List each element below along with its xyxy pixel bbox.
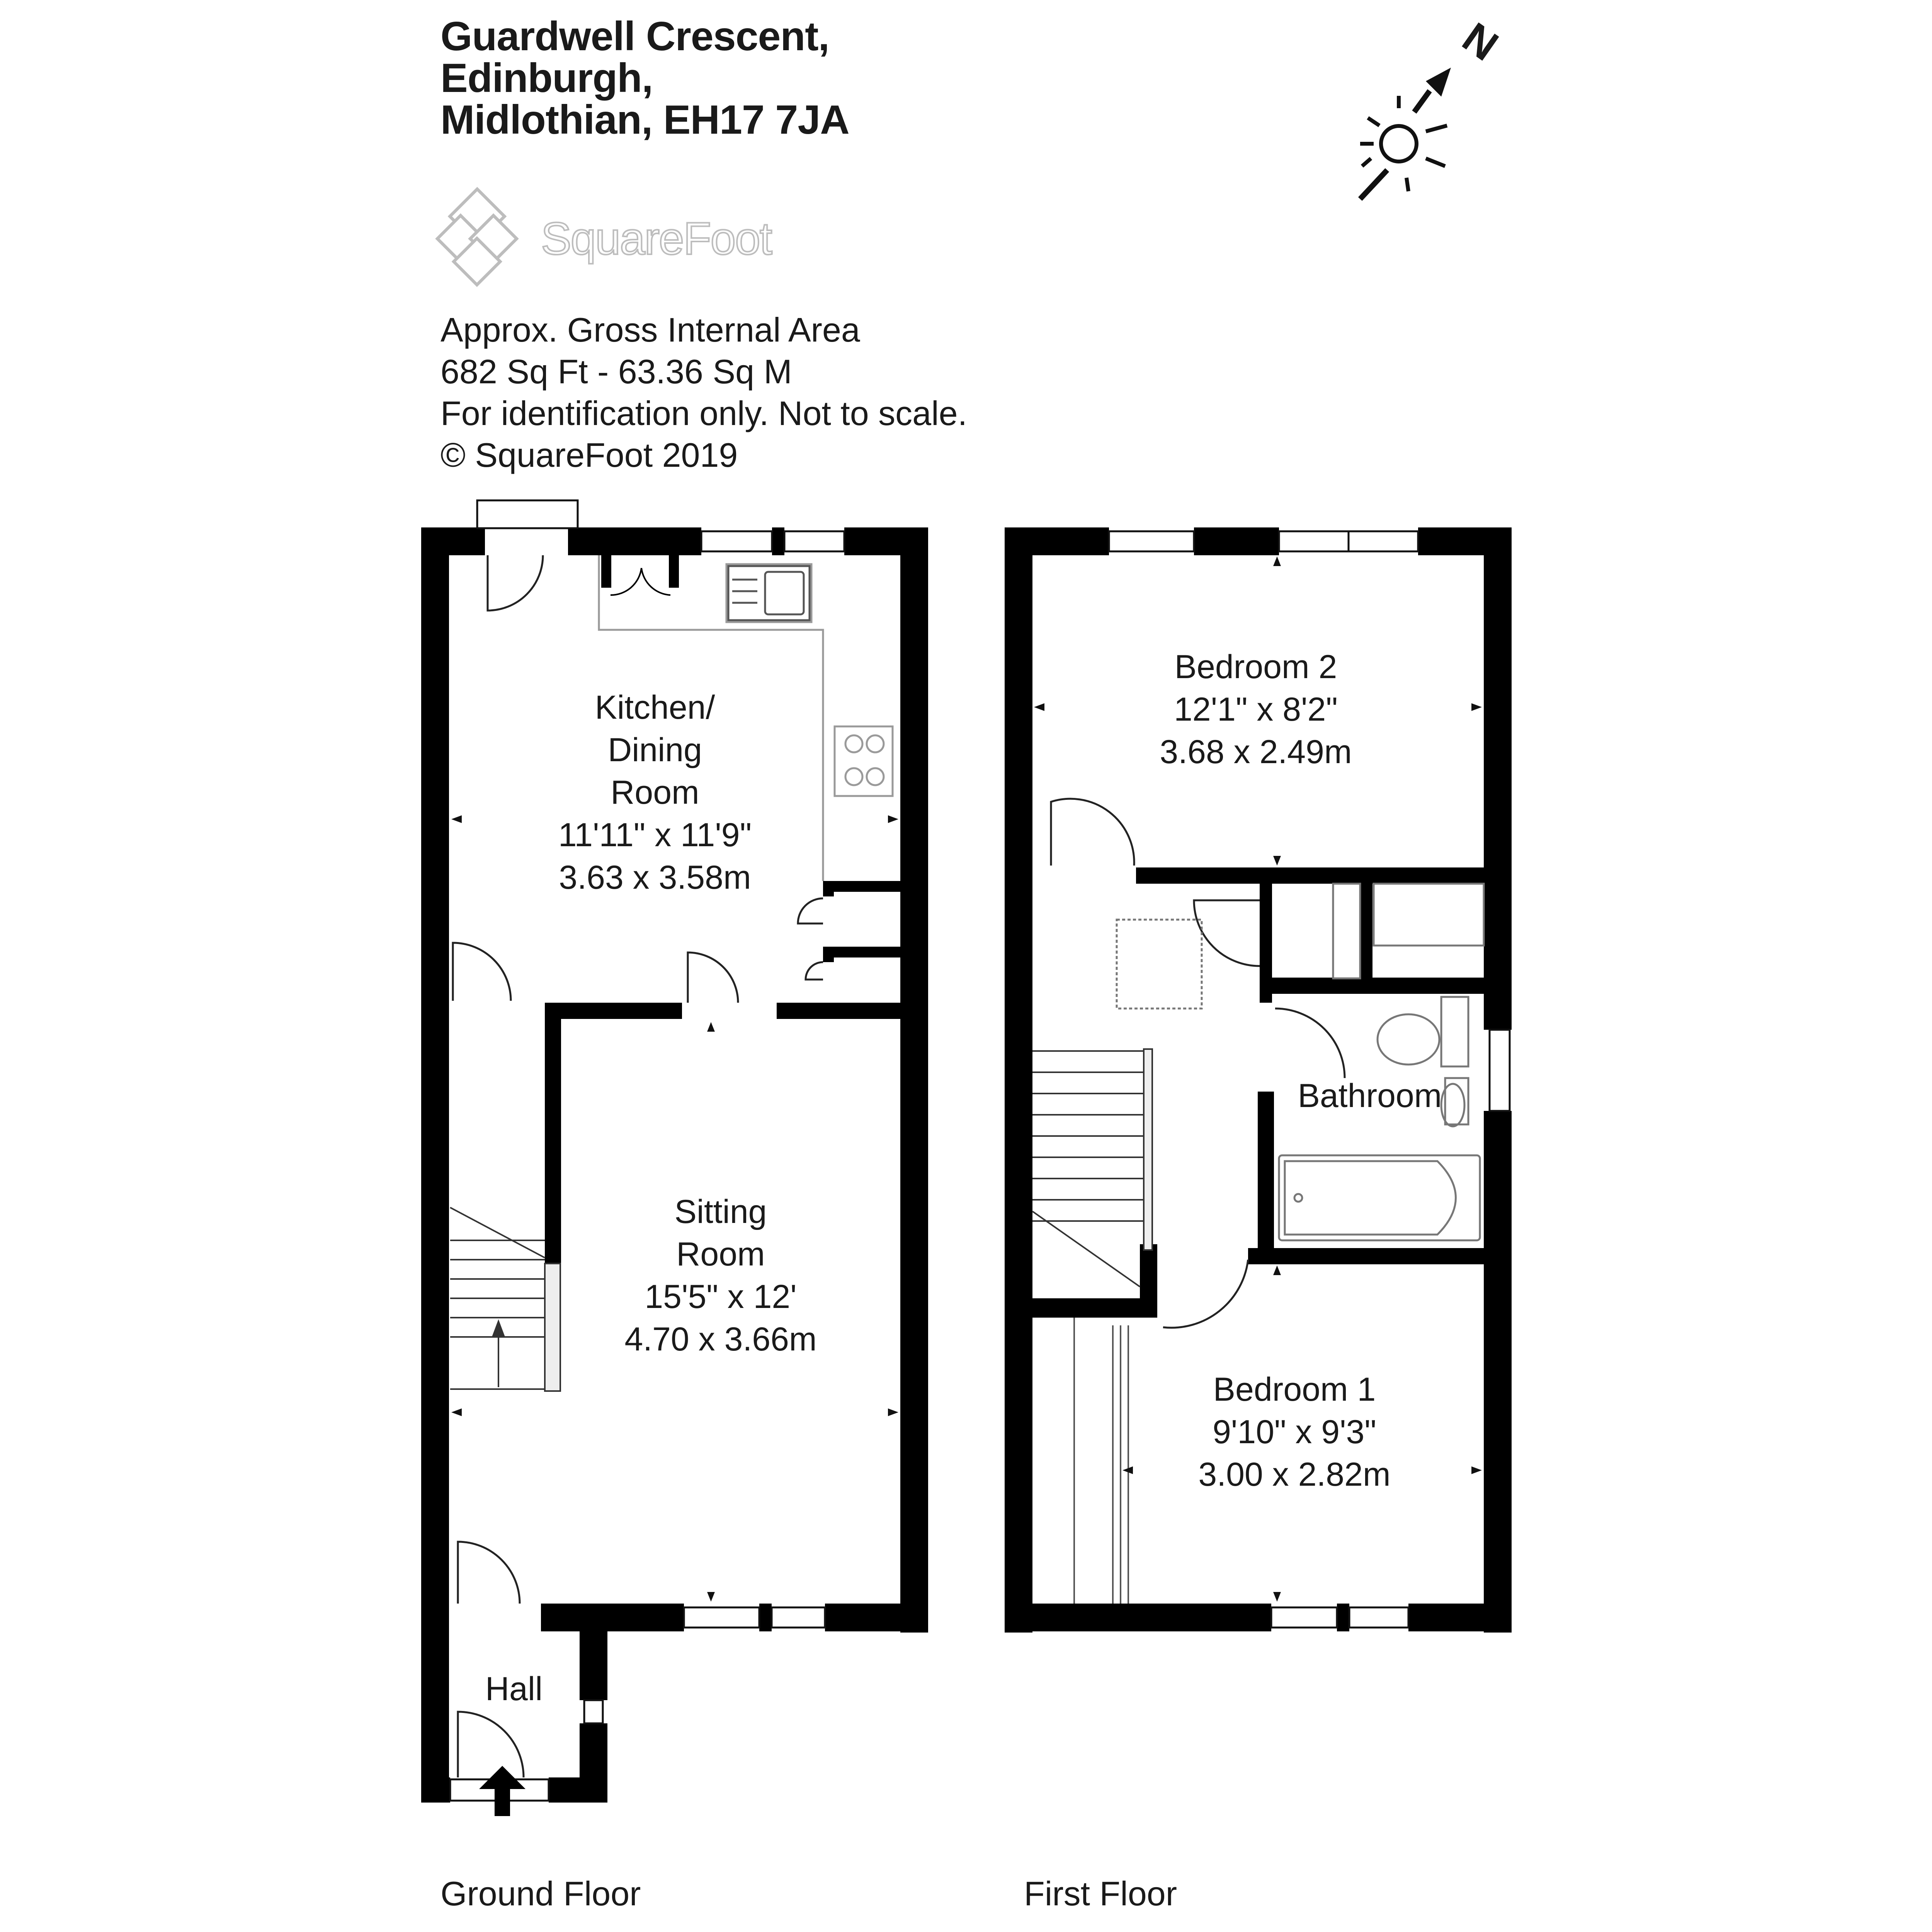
- sitting-name-1: Sitting: [674, 1193, 767, 1230]
- squarefoot-logo-icon: [435, 187, 519, 287]
- bedroom1-metric: 3.00 x 2.82m: [1198, 1456, 1390, 1493]
- brand-name: SquareFoot: [540, 213, 773, 265]
- copyright: © SquareFoot 2019: [440, 436, 738, 474]
- wardrobe-fixture: [1073, 1318, 1129, 1604]
- kitchen-cupboard-icon: [601, 554, 679, 596]
- address-line-3: Midlothian, EH17 7JA: [440, 97, 850, 143]
- bedroom2-imperial: 12'1" x 8'2": [1174, 691, 1338, 728]
- kitchen-imperial: 11'11" x 11'9": [558, 816, 752, 854]
- area-label: Approx. Gross Internal Area: [440, 311, 860, 349]
- bedroom1-name: Bedroom 1: [1213, 1371, 1376, 1408]
- ground-floor-doors: [452, 555, 823, 1778]
- first-floor-stairs: [1032, 1048, 1153, 1287]
- kitchen-fixtures: [598, 555, 894, 881]
- compass-sun-icon: [1358, 68, 1451, 201]
- sitting-metric: 4.70 x 3.66m: [624, 1321, 816, 1358]
- dimension-arrows: [451, 556, 1482, 1602]
- first-floor-openings: [1108, 530, 1511, 1629]
- ground-stairs: [450, 1207, 561, 1392]
- first-floor-walls: [1005, 527, 1512, 1633]
- ground-floor-label: Ground Floor: [440, 1874, 641, 1913]
- kitchen-sink-icon: [727, 565, 811, 621]
- bedroom2-name: Bedroom 2: [1175, 648, 1337, 685]
- area-value: 682 Sq Ft - 63.36 Sq M: [440, 352, 792, 391]
- sitting-name-2: Room: [676, 1236, 765, 1273]
- kitchen-name-2: Dining: [608, 731, 702, 769]
- kitchen-name-1: Kitchen/: [595, 689, 715, 726]
- disclaimer: For identification only. Not to scale.: [440, 394, 968, 432]
- hall-name: Hall: [485, 1670, 543, 1708]
- entrance-arrow-icon: [479, 1766, 526, 1816]
- bedroom2-metric: 3.68 x 2.49m: [1160, 733, 1352, 770]
- sitting-imperial: 15'5" x 12': [645, 1278, 796, 1315]
- north-label: N: [1454, 14, 1507, 70]
- address-line-2: Edinburgh,: [440, 55, 653, 101]
- kitchen-metric: 3.63 x 3.58m: [559, 859, 751, 896]
- address-line-1: Guardwell Crescent,: [440, 14, 830, 59]
- kitchen-name-3: Room: [611, 774, 699, 811]
- bathroom-fixtures: [1116, 883, 1485, 1242]
- bathroom-name: Bathroom: [1298, 1077, 1442, 1114]
- first-floor-label: First Floor: [1024, 1874, 1177, 1913]
- ground-floor-walls: [421, 527, 928, 1803]
- first-floor-doors: [1050, 798, 1346, 1329]
- bedroom1-imperial: 9'10" x 9'3": [1213, 1413, 1376, 1451]
